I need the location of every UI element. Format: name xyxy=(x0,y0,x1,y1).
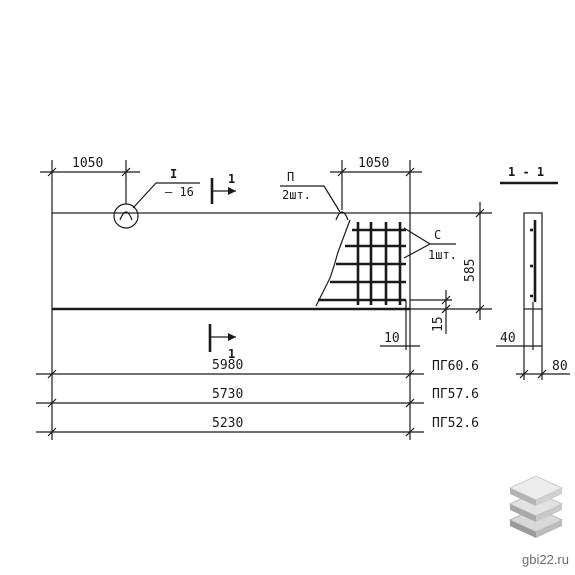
node-circle xyxy=(113,203,139,229)
dim-length-2: 5730 xyxy=(212,387,243,402)
leader-line xyxy=(403,243,431,259)
dim-gap-15-value: 15 xyxy=(431,316,446,332)
dim-length-3: 5230 xyxy=(212,416,243,431)
loop-shape xyxy=(119,211,133,221)
slab-elevation xyxy=(51,212,411,311)
dim-length-5730: 5730 ПГ57.6 xyxy=(36,387,479,408)
logo-icon xyxy=(508,475,564,538)
section-mark-label: 1 xyxy=(228,347,235,361)
dim-left-end: 1050 xyxy=(72,156,103,171)
mesh-C-label: С xyxy=(434,228,441,242)
section-title: 1 - 1 xyxy=(508,165,544,179)
logo-layer xyxy=(536,488,562,506)
tick xyxy=(519,369,529,379)
leader-line xyxy=(403,227,431,245)
leader-line xyxy=(132,182,157,209)
tick xyxy=(475,304,485,314)
section-outline xyxy=(523,212,543,310)
dim-top-right: 1050 xyxy=(330,156,422,213)
dim-length-1: 5980 xyxy=(212,358,243,373)
section-mark-label: 1 xyxy=(228,172,235,186)
loop-P-label: П xyxy=(287,170,294,184)
reinforcement-mesh xyxy=(315,219,406,307)
node-I-label: I xyxy=(170,167,177,181)
logo-layer xyxy=(510,488,536,506)
logo-layer xyxy=(510,520,536,538)
tick xyxy=(121,167,131,177)
loop-shape xyxy=(335,211,349,221)
tick xyxy=(47,167,57,177)
mark-3: ПГ52.6 xyxy=(432,416,479,431)
tick xyxy=(405,398,415,408)
dim-length-5230: 5230 ПГ52.6 xyxy=(36,416,479,437)
watermark-text[interactable]: gbi22.ru xyxy=(522,552,569,567)
section-mark-bottom: 1 xyxy=(208,324,236,361)
loop-P-callout: П 2шт. xyxy=(280,170,349,221)
dim-top-left: 1050 xyxy=(40,156,140,213)
tick xyxy=(47,427,57,437)
node-I-detail: I – 16 xyxy=(113,167,200,229)
tick xyxy=(47,398,57,408)
mesh-C-callout: С 1шт. xyxy=(403,227,457,262)
sec-dim-40: 40 xyxy=(500,331,516,346)
loop-P-qty: 2шт. xyxy=(282,188,311,202)
tick xyxy=(441,304,451,314)
section-mark-top: 1 xyxy=(210,172,236,204)
tick xyxy=(47,369,57,379)
sec-dim-80: 80 xyxy=(552,359,568,374)
dim-gap-15: 15 xyxy=(410,290,452,334)
dim-right-end: 1050 xyxy=(358,156,389,171)
section-1-1: 1 - 1 40 80 xyxy=(496,165,570,380)
logo-layer xyxy=(510,504,536,522)
mesh-C-qty: 1шт. xyxy=(428,248,457,262)
node-I-sublabel: – 16 xyxy=(165,185,194,199)
dim-height-value: 585 xyxy=(463,259,478,282)
tick xyxy=(405,369,415,379)
tick xyxy=(405,167,415,177)
mark-1: ПГ60.6 xyxy=(432,359,479,374)
mark-2: ПГ57.6 xyxy=(432,387,479,402)
slab-outline xyxy=(51,212,411,310)
logo-layer xyxy=(536,504,562,522)
dim-gap-10-value: 10 xyxy=(384,331,400,346)
leader-line xyxy=(323,185,341,213)
tick xyxy=(537,369,547,379)
dim-length-5980: 5980 ПГ60.6 xyxy=(36,309,479,440)
section-arrowhead xyxy=(228,333,236,341)
tick xyxy=(405,427,415,437)
tick xyxy=(475,208,485,218)
tick xyxy=(337,167,347,177)
logo-layer xyxy=(536,520,562,538)
tick xyxy=(441,295,451,305)
section-arrowhead xyxy=(228,187,236,195)
cutaway-line xyxy=(315,219,351,307)
dim-height: 585 xyxy=(410,202,492,320)
